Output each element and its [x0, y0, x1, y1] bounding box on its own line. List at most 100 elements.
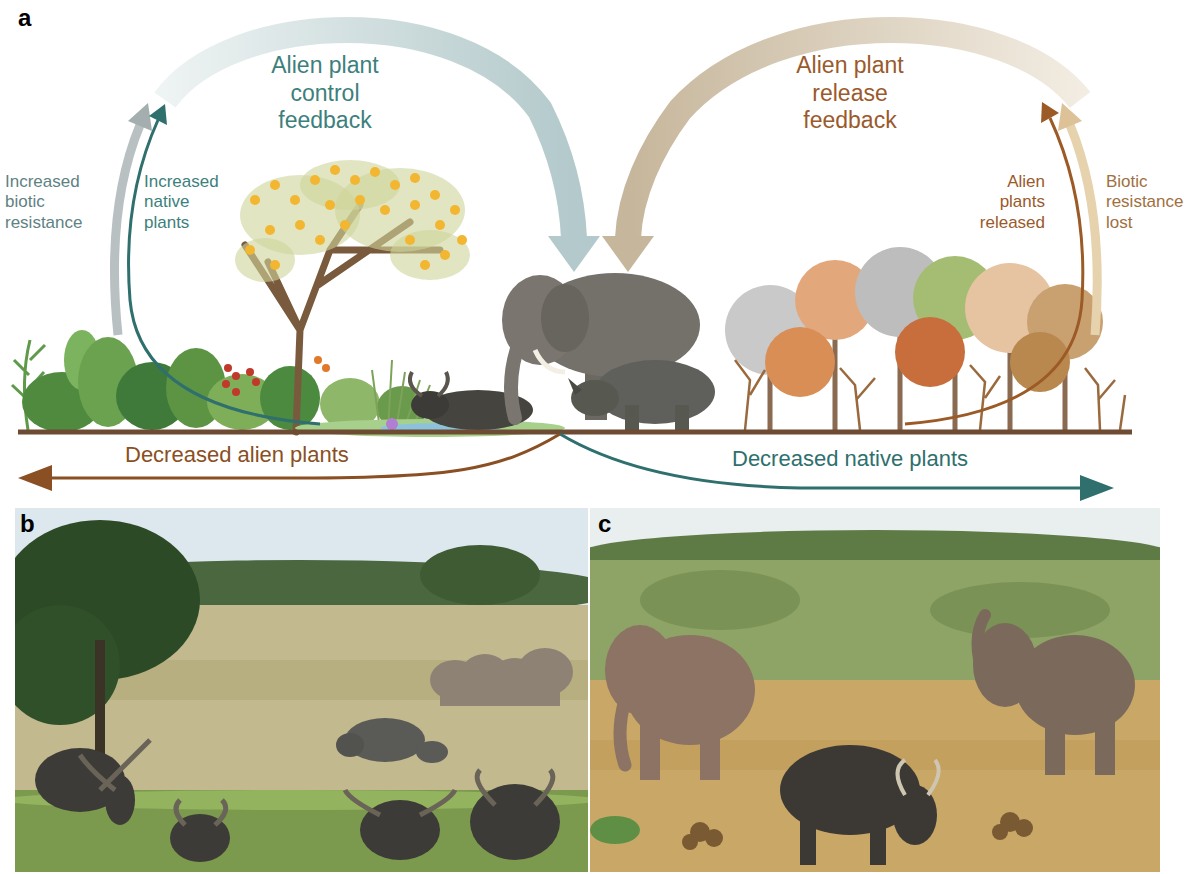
decreased-alien-arrow [50, 434, 560, 478]
native-plants-arrow [129, 104, 320, 424]
photo-panel-c [978, 615, 986, 680]
photo-panel-b [80, 740, 553, 825]
photo-panel-c [590, 816, 640, 844]
ground-line [18, 430, 1132, 435]
photo-panel-c [780, 745, 937, 865]
native-tree [435, 220, 445, 230]
native-tree [235, 160, 470, 432]
release-feedback-arc [628, 30, 1080, 238]
native-tree [380, 205, 390, 215]
photo-panel-c [705, 829, 723, 847]
photo-panel-b [430, 648, 573, 706]
rhino [571, 380, 619, 416]
trend-label: Decreased native plants [732, 446, 1052, 472]
trend-label: Decreased alien plants [125, 442, 425, 468]
panel-letter: b [20, 510, 60, 539]
native-vegetation [246, 368, 254, 376]
alien-forest [735, 360, 1125, 430]
arrow-label: Alien plants released [965, 172, 1045, 233]
native-vegetation [232, 372, 240, 380]
elephant [511, 340, 520, 418]
elephant [541, 284, 589, 352]
rhino [625, 405, 639, 430]
feedback-title: Alien plant release feedback [775, 52, 925, 135]
arrow-label: Biotic resistance lost [1106, 172, 1194, 233]
photo-panel-c [800, 815, 816, 865]
buffalo-lying [410, 372, 448, 396]
native-vegetation [222, 380, 230, 388]
alien-forest [895, 317, 965, 387]
resistance-lost-arrow [1070, 125, 1097, 335]
control-feedback-arc [165, 30, 574, 238]
rhino [568, 360, 715, 430]
resistance-lost-arrow [1058, 103, 1082, 131]
panel-letter: c [598, 510, 638, 539]
native-tree [457, 235, 467, 245]
photo-panel-c [590, 508, 1160, 872]
release-feedback-arc [602, 236, 654, 272]
native-tree [430, 190, 440, 200]
alien-released-arrow [1041, 102, 1059, 123]
photo-panel-c [605, 625, 675, 715]
photo-panel-c [1015, 819, 1033, 837]
native-vegetation [322, 364, 330, 372]
buffalo-lying [411, 391, 449, 419]
native-tree [270, 260, 280, 270]
biotic-resistance-arrow [128, 103, 152, 131]
native-vegetation [12, 330, 430, 432]
photo-panel-b [35, 748, 560, 862]
arrow-label: Increased biotic resistance [5, 172, 100, 233]
native-vegetation [252, 378, 260, 386]
native-tree [390, 180, 400, 190]
control-feedback-arc [548, 236, 600, 272]
biotic-resistance-arrow [114, 125, 140, 335]
elephant [535, 350, 565, 372]
resistance-lost-arrow [1058, 103, 1097, 335]
panel-letter: a [18, 4, 58, 33]
pond [386, 418, 398, 430]
rhino [675, 405, 689, 430]
photo-panel-b [420, 545, 540, 605]
photo-panel-c [605, 625, 755, 780]
native-vegetation [232, 388, 240, 396]
photo-panel-c [590, 508, 1160, 872]
feedback-title: Alien plant control feedback [250, 52, 400, 135]
release-feedback-arc [602, 30, 1080, 272]
native-tree [245, 165, 467, 270]
photo-panel-b [517, 648, 573, 696]
photo-panel-c [992, 824, 1008, 840]
native-tree [410, 173, 420, 183]
alien-released-arrow [905, 102, 1083, 424]
native-tree [370, 167, 380, 177]
native-tree [450, 205, 460, 215]
native-tree [250, 195, 260, 205]
native-tree [390, 230, 470, 280]
native-tree [340, 220, 350, 230]
native-tree [355, 195, 365, 205]
native-vegetation [314, 356, 322, 364]
native-tree [440, 250, 450, 260]
photo-panel-c [682, 834, 698, 850]
decreased-native-arrow [560, 434, 1114, 501]
photo-panel-c [898, 760, 939, 795]
control-feedback-arc [165, 30, 600, 272]
native-tree [405, 235, 415, 245]
photo-panel-b [440, 690, 560, 706]
decreased-native-arrow [560, 434, 1080, 488]
native-tree [300, 160, 400, 210]
native-tree [410, 200, 420, 210]
decreased-alien-arrow [18, 434, 560, 491]
native-tree [325, 200, 335, 210]
elephant [530, 273, 700, 377]
photo-panel-b [336, 733, 364, 757]
native-tree [235, 238, 295, 282]
arrow-label: Increased native plants [144, 172, 229, 233]
native-plants-arrow [149, 104, 167, 125]
photo-panel-c [620, 700, 625, 765]
native-tree [310, 175, 320, 185]
photo-panel-b [416, 741, 448, 763]
native-tree [350, 175, 360, 185]
